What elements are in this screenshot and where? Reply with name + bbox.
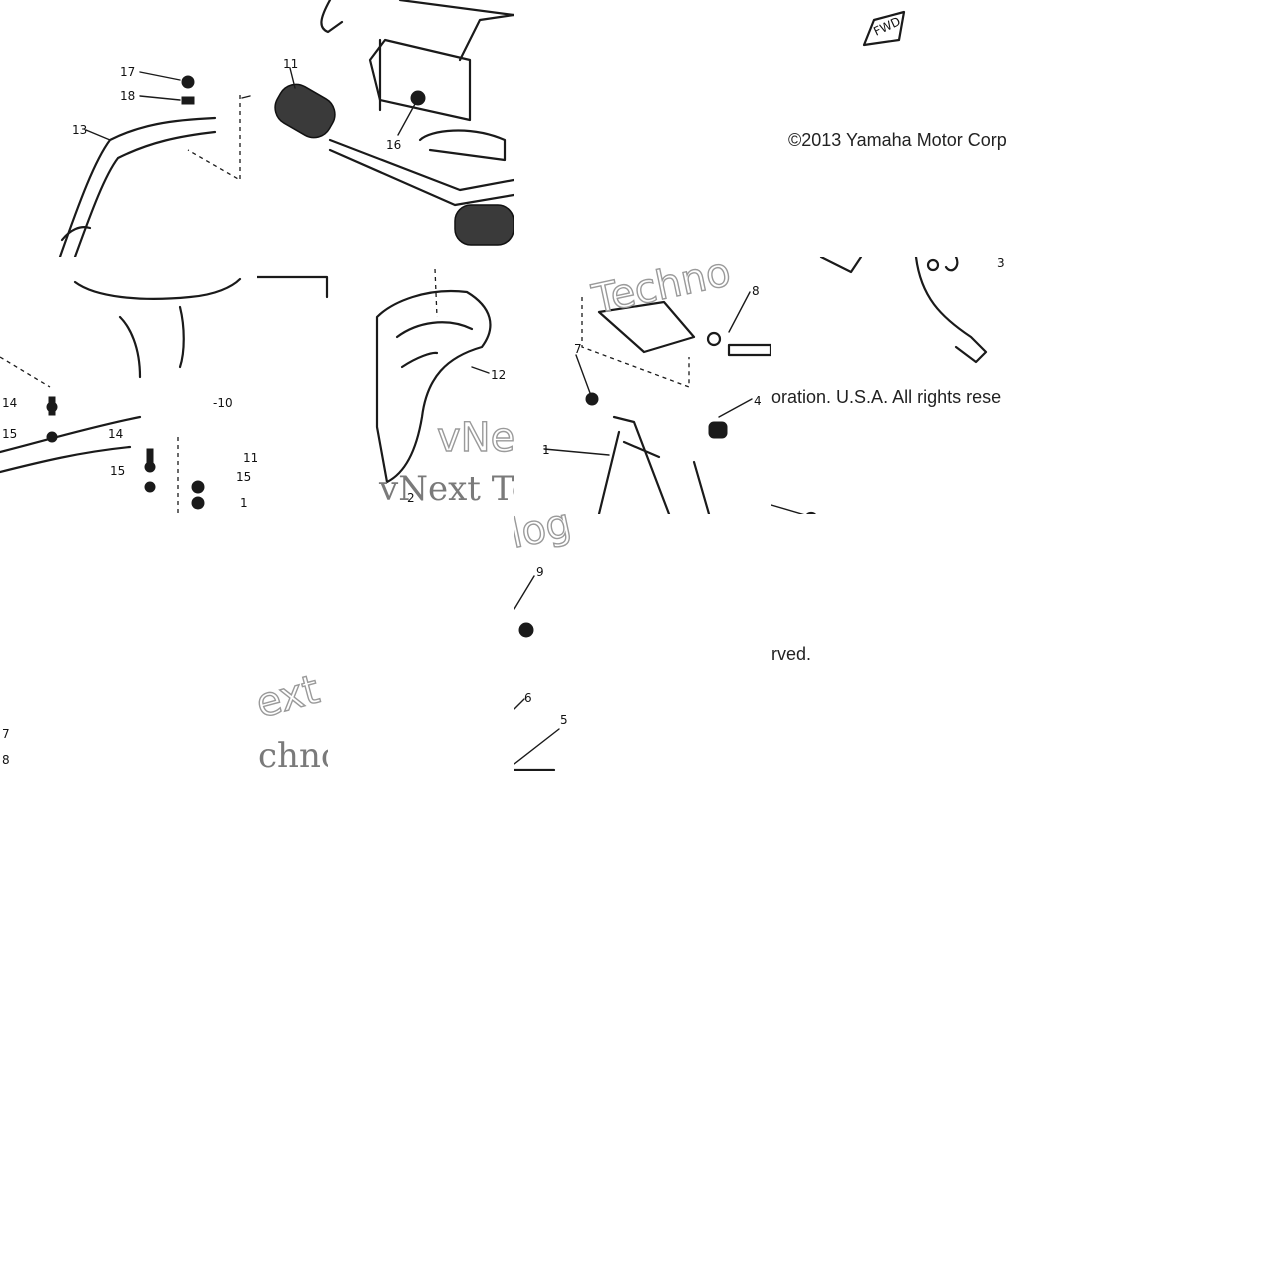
diagram-tile-frame: 14 15 14 15 -10 15 11 1 <box>0 257 257 514</box>
callout-14-left: 14 <box>2 396 17 410</box>
callout-5: 5 <box>560 713 568 727</box>
callout-1-right: 1 <box>240 496 248 510</box>
fwd-badge-label: FWD <box>871 14 902 39</box>
callout-16: 16 <box>386 138 401 152</box>
callout-10: -10 <box>213 396 233 410</box>
diagram-tile-sidestand: 3 poration. U.S.A. All rights rese <box>771 257 1028 514</box>
callout-12: 12 <box>491 368 506 382</box>
footrest-drawing: 17 18 13 11 16 <box>58 0 514 257</box>
callout-4: 4 <box>754 394 762 408</box>
callout-1: 1 <box>542 443 550 457</box>
callout-15-right: 15 <box>236 470 251 484</box>
callout-17: 17 <box>120 65 135 79</box>
lower-bolts-drawing: 9 6 5 <box>514 565 568 771</box>
fwd-drawing: FWD <box>862 10 906 47</box>
diagram-tile-copyright-end: erved. <box>771 514 1028 771</box>
diagram-tile-stand: 7 8 1 4 Techno <box>514 257 771 514</box>
callout-2: 2 <box>407 491 415 505</box>
lower-left-drawing: 7 8 <box>2 727 10 767</box>
stand-drawing: 7 8 1 4 <box>542 284 771 514</box>
callout-3: 3 <box>997 257 1005 270</box>
copyright-line-3: erved. <box>771 644 812 664</box>
diagram-tile-lower-bolts: 9 6 5 log <box>514 514 771 771</box>
callout-14-mid: 14 <box>108 427 123 441</box>
copyright-line-2: poration. U.S.A. All rights rese <box>771 387 1002 407</box>
callout-15-left: 15 <box>2 427 17 441</box>
diagram-tile-cover: 12 2 vNe vNext Te <box>257 257 514 514</box>
diagram-tile-lower-left: 7 8 ext chnc <box>0 514 328 771</box>
callout-7: 7 <box>574 342 582 356</box>
callout-9: 9 <box>536 565 544 579</box>
callout-18: 18 <box>120 89 135 103</box>
callout-15-mid: 15 <box>110 464 125 478</box>
diagram-tile-footrest: 17 18 13 11 16 <box>0 0 514 257</box>
callout-7-lower: 7 <box>2 727 10 741</box>
callout-8: 8 <box>752 284 760 298</box>
sidestand-drawing: 3 <box>771 257 1005 514</box>
frame-drawing: 14 15 14 15 -10 15 11 1 <box>0 277 257 514</box>
copyright-line-1: ©2013 Yamaha Motor Corp <box>788 130 1007 150</box>
callout-8-lower: 8 <box>2 753 10 767</box>
callout-11: 11 <box>283 57 298 71</box>
callout-6: 6 <box>524 691 532 705</box>
callout-13: 13 <box>72 123 87 137</box>
cover-drawing: 12 2 <box>257 268 506 505</box>
diagram-tile-copyright: FWD ©2013 Yamaha Motor Corp <box>514 0 1028 257</box>
callout-11-right: 11 <box>243 451 257 465</box>
